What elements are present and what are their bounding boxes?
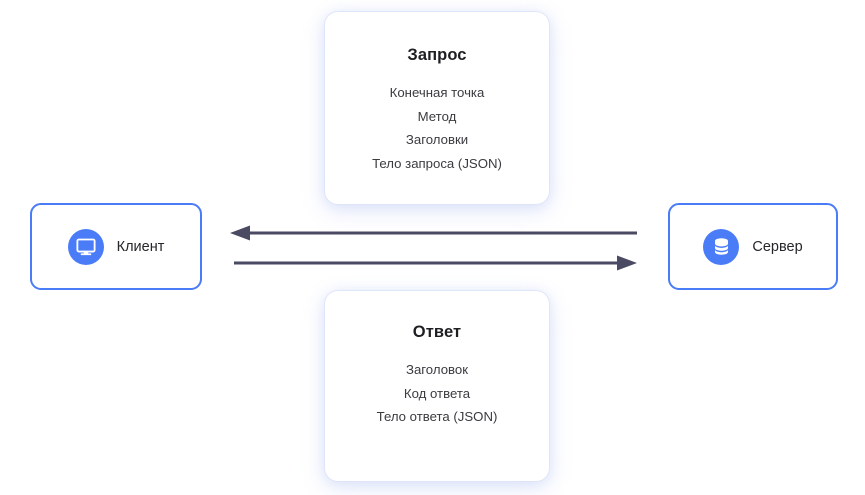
request-card-lines: Конечная точка Метод Заголовки Тело запр… bbox=[325, 81, 549, 175]
client-node-label: Клиент bbox=[116, 238, 165, 255]
server-node-label: Сервер bbox=[752, 238, 803, 255]
request-card-title: Запрос bbox=[407, 46, 467, 64]
response-line-body: Тело ответа (JSON) bbox=[376, 409, 498, 424]
response-line-header: Заголовок bbox=[405, 362, 468, 377]
response-card: Ответ Заголовок Код ответа Тело ответа (… bbox=[325, 291, 549, 481]
request-arrow bbox=[234, 255, 637, 271]
response-card-lines: Заголовок Код ответа Тело ответа (JSON) bbox=[325, 358, 549, 429]
server-node-inner: Сервер bbox=[703, 228, 803, 265]
server-node: Сервер bbox=[668, 203, 838, 290]
request-line-body: Тело запроса (JSON) bbox=[372, 155, 502, 171]
request-line-headers: Заголовки bbox=[405, 132, 469, 147]
client-node: Клиент bbox=[30, 203, 202, 290]
request-card: Запрос Конечная точка Метод Заголовки Те… bbox=[325, 12, 549, 204]
client-node-inner: Клиент bbox=[67, 228, 165, 265]
database-icon bbox=[703, 228, 740, 265]
request-line-endpoint: Конечная точка bbox=[389, 85, 485, 100]
request-line-method: Метод bbox=[417, 108, 457, 124]
response-card-title: Ответ bbox=[412, 323, 462, 341]
monitor-icon bbox=[67, 228, 104, 265]
response-line-status-code: Код ответа bbox=[403, 385, 471, 401]
response-arrow bbox=[230, 225, 637, 241]
